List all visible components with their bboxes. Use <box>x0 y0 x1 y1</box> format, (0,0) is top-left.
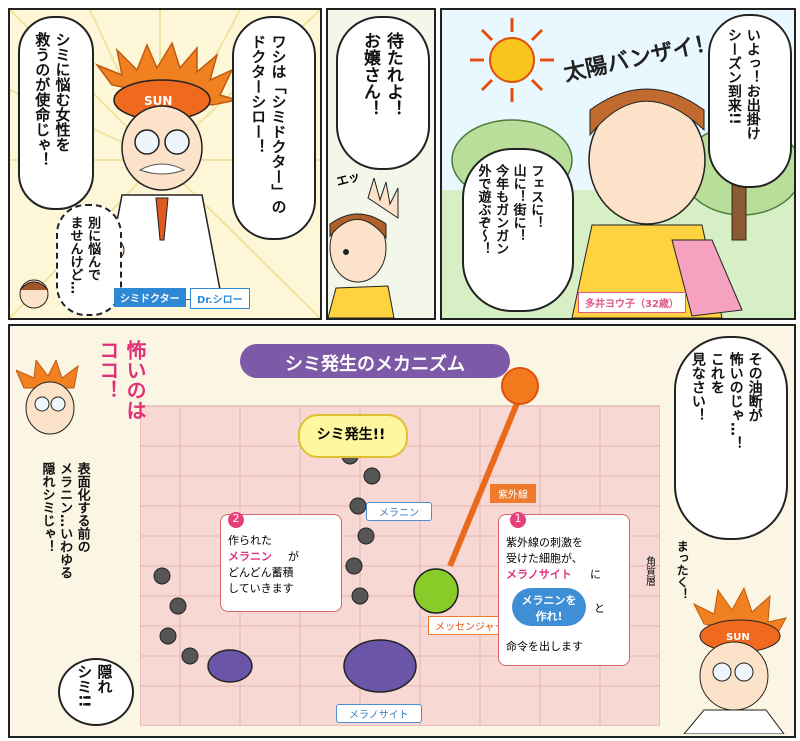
speech-sigh-text: まったく！ <box>675 540 690 600</box>
step1-line-a: 紫外線の刺激を <box>506 536 583 549</box>
panel-mechanism: シミ発生のメカニズム シミ発生!! 怖いのは ココ！ 表面化する前の メラニン…… <box>8 324 796 738</box>
speech-bubble-reply <box>56 204 122 316</box>
doctor-face-left <box>16 360 79 435</box>
hat-label: SUN <box>144 94 172 108</box>
name-tag-yoko: 多井ヨウ子（32歳） <box>578 292 686 313</box>
speech-bubble-wait <box>336 16 430 170</box>
step2-line-b: メラニン <box>228 550 272 563</box>
step2-line-d: どんどん蓄積 <box>228 566 294 579</box>
label-melanin: メラニン <box>366 502 432 521</box>
messenger-cell <box>413 568 459 614</box>
label-melanocyte: メラノサイト <box>336 704 422 723</box>
speech-bubble-mission <box>18 16 94 210</box>
panel-doctor-intro: SUN ワシは「シミドクター」の ドクターシロー！ シミに悩む女性を 救うのが使… <box>8 8 322 320</box>
step2-line-c: が <box>288 550 299 563</box>
name-tag-title: シミドクター <box>114 288 186 307</box>
speech-fes-text: フェスに！ 山に！街に！ 今年もガンガン 外で遊ぶぞ〜！ <box>475 164 544 255</box>
label-uv: 紫外線 <box>490 484 536 503</box>
yoko-surprised-figure <box>328 178 399 318</box>
step1-line-f: 命令を出します <box>506 640 583 653</box>
panel-call-out: 待たれよ！ お嬢さん！ エッ <box>326 8 436 320</box>
yoko-avatar-small <box>19 279 49 309</box>
step1-line-c: メラノサイト <box>506 568 572 581</box>
explain-hidden-text: 表面化する前の メラニン…いわゆる 隠れシミじゃ！ <box>39 462 90 579</box>
step2-line-a: 作られた <box>228 534 272 547</box>
step1-order-text: メラニンを 作れ! <box>521 594 577 623</box>
step1-line-d: に <box>590 568 601 581</box>
speech-intro-text: ワシは「シミドクター」の ドクターシロー！ <box>249 34 288 214</box>
hidden-shout-text: 隠れ シミ!! <box>75 664 114 708</box>
hidden-shout-bubble <box>58 658 134 726</box>
speech-wait-text: 待たれよ！ お嬢さん！ <box>359 32 403 117</box>
speech-mission-text: シミに悩む女性を 救うのが使命じゃ！ <box>33 32 72 167</box>
mechanism-title: シミ発生のメカニズム <box>285 354 465 375</box>
svg-text:SUN: SUN <box>726 632 750 643</box>
uv-sun-icon <box>501 367 539 405</box>
speech-warning-text: その油断が 怖いのじゃ…！ これを 見なさい！ <box>689 352 763 450</box>
speech-season-text: いよっ！お出掛け シーズン到来!! <box>725 28 761 140</box>
step2-number: 2 <box>228 512 244 528</box>
scary-heading: 怖いのは ココ！ <box>96 340 147 420</box>
step2-box <box>220 514 342 612</box>
step1-line-e: と <box>594 602 605 615</box>
label-stratum: 角質層 <box>643 556 655 586</box>
step1-number: 1 <box>510 512 526 528</box>
shout-text: シミ発生!! <box>316 427 386 443</box>
speech-bubble-warning <box>674 336 788 540</box>
speech-bubble-fes <box>462 148 574 312</box>
name-tag-name: Dr.シロー <box>190 288 250 309</box>
sun-icon <box>489 37 535 83</box>
speech-bubble-season <box>708 14 792 188</box>
shout-bubble <box>298 414 408 458</box>
mechanism-title-banner <box>240 344 510 378</box>
doctor-figure-right: SUN <box>683 586 787 734</box>
step1-line-b: 受けた細胞が、 <box>506 552 583 565</box>
label-messenger: メッセンジャー <box>428 616 512 635</box>
speech-reply-text: 別に悩んで ませんけど… <box>67 216 101 294</box>
step1-order-bubble <box>512 588 586 626</box>
doctor-shiro-figure: SUN <box>94 41 238 300</box>
step2-line-e: していきます <box>228 582 294 595</box>
panel-yoko-summer: 太陽バンザイ！ いよっ！お出掛け シーズン到来!! フェスに！ 山に！街に！ 今… <box>440 8 796 320</box>
speech-bubble-intro <box>232 16 316 240</box>
